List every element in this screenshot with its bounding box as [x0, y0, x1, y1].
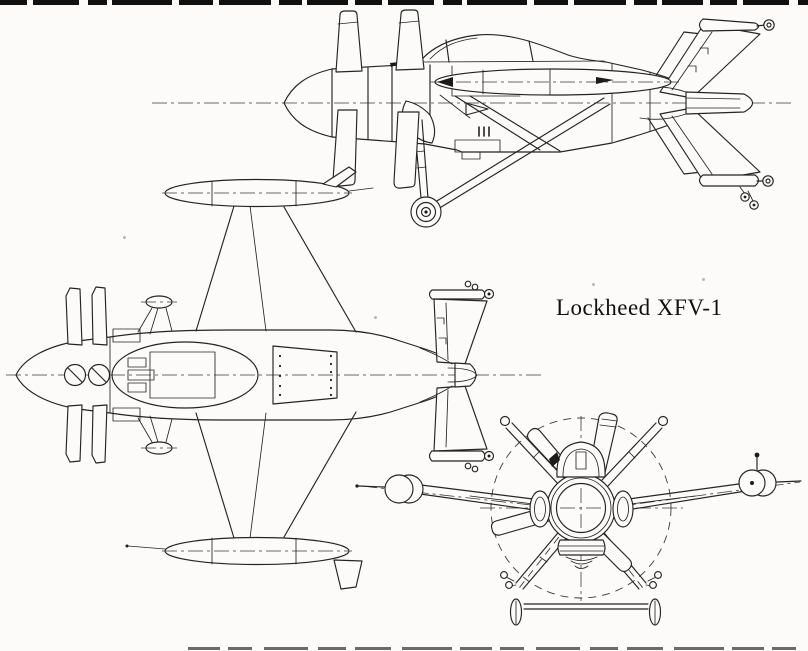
- plan-lower-wing: [125, 411, 363, 590]
- front-view-drawing: [355, 412, 802, 626]
- bay-rivets: [278, 354, 333, 397]
- front-ventral-stack: [557, 539, 606, 556]
- side-tail: [639, 18, 775, 210]
- wing-fence: [465, 102, 489, 116]
- plan-view-drawing: [6, 166, 545, 590]
- upper-tank-fin: [322, 166, 357, 188]
- plan-upper-wing: [162, 166, 374, 333]
- front-landing-gear: [500, 571, 662, 626]
- plan-tail: [419, 280, 495, 473]
- side-wing-edge: [439, 94, 561, 152]
- plan-canopy: [111, 341, 259, 409]
- upper-tail-pod: [698, 18, 760, 32]
- scan-speck: [374, 316, 377, 319]
- vent-slots: [478, 126, 490, 137]
- tail-bullet: [685, 91, 754, 115]
- plan-propeller: [63, 286, 111, 464]
- scan-speck: [592, 283, 595, 286]
- side-tip-tank: [430, 68, 680, 96]
- side-propeller-blades: [332, 9, 425, 189]
- lower-tail-pod: [698, 174, 760, 187]
- lower-tank-fin: [333, 559, 363, 590]
- front-propeller-blades: [490, 412, 633, 573]
- front-hub: [529, 441, 634, 569]
- plan-outrigger-pods: [137, 295, 177, 455]
- plan-upper-pod: [428, 289, 486, 300]
- plan-lower-pod: [428, 450, 486, 462]
- plan-fuselage: [15, 328, 468, 422]
- scan-speck: [123, 236, 126, 239]
- figure-caption: Lockheed XFV-1: [556, 295, 723, 320]
- side-view-drawing: [152, 9, 792, 228]
- scan-speck: [702, 278, 705, 281]
- side-landing-gear: [401, 97, 611, 228]
- front-tip-tanks: [355, 452, 802, 504]
